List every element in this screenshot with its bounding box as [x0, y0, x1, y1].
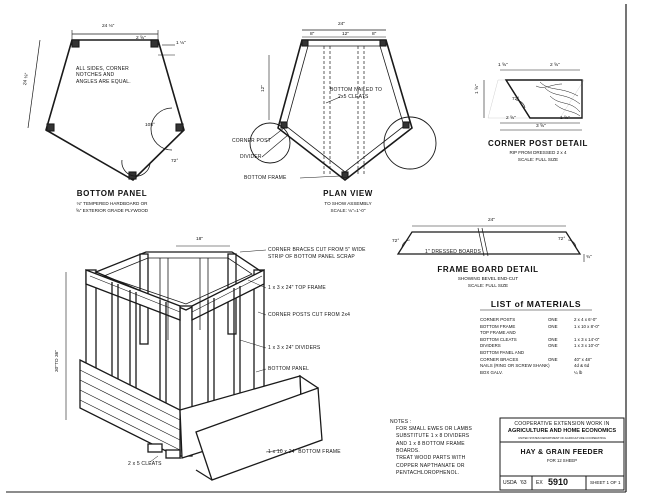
frame-board-angle-left: 72°	[392, 239, 400, 244]
materials-size: 40" x 48"	[574, 356, 592, 362]
materials-size: 4d & 6d	[574, 363, 590, 369]
materials-item: DIVIDERS	[480, 343, 501, 349]
corner-post-sub2: SCALE: FULL SIZE	[517, 157, 559, 162]
notes-line: AND 1 x 8 BOTTOM FRAME	[396, 440, 465, 447]
plan-dim-left: 8"	[310, 32, 315, 37]
materials-qty: ONE	[548, 323, 558, 329]
bottom-panel-angle-72: 72°	[171, 159, 179, 164]
materials-item: CORNER BRACES	[480, 356, 519, 362]
plan-label-bottom-nailed: BOTTOM NAILED TO	[330, 87, 383, 93]
notes-line: BOARDS.	[396, 447, 420, 454]
title-block-year: '63	[520, 480, 527, 486]
plan-label-corner-post: CORNER POST	[232, 138, 271, 144]
plan-dim-mid: 12"	[342, 32, 350, 37]
title-block-name: HAY & GRAIN FEEDER	[520, 449, 604, 456]
corner-post-figure	[483, 69, 585, 131]
iso-dim-height: 30"TO 36"	[55, 350, 60, 372]
iso-label-bottom-frame: 1 x 10 x 24" BOTTOM FRAME	[268, 449, 341, 455]
materials-item: BOTTOM FRAME	[480, 323, 516, 329]
materials-size: 2 x 4 x 6'-0"	[574, 317, 597, 322]
frame-board-dim-length: 24"	[488, 218, 496, 223]
corner-post-dim-top-right: 2 ⅝"	[550, 63, 560, 68]
frame-board-title: FRAME BOARD DETAIL	[437, 265, 539, 274]
materials-size: ¼ lb	[574, 369, 583, 375]
bottom-panel-dim-top: 24 ⅛"	[102, 24, 115, 29]
plan-view-figure	[249, 29, 437, 182]
frame-board-angle-right: 72°	[558, 237, 566, 242]
notes-line: SUBSTITUTE 1 x 8 DIVIDERS	[396, 433, 470, 440]
bottom-panel-figure	[27, 30, 185, 181]
materials-item: NAILS (RING OR SCREW SHANK)	[480, 363, 550, 369]
corner-post-dim-bottom: 3 ⅝"	[536, 124, 546, 129]
title-block-number: 5910	[548, 477, 569, 487]
materials-qty: ONE	[548, 336, 558, 342]
iso-dim-top: 18"	[196, 237, 204, 242]
plan-dim-side: 12"	[261, 84, 266, 92]
frame-board-sub1: SHOWING BEVEL END-CUT	[457, 276, 519, 281]
notes-heading: NOTES :	[390, 419, 412, 425]
materials-size: 1 x 3 x 10'-0"	[574, 343, 600, 349]
isometric-feeder-figure	[65, 245, 323, 481]
iso-label-bottom-panel: BOTTOM PANEL	[268, 366, 310, 372]
iso-label-corner-braces: CORNER BRACES CUT FROM 5" WIDE	[268, 247, 366, 253]
title-block-usda: USDA	[503, 480, 517, 486]
materials-qty: ONE	[548, 356, 558, 362]
materials-size: 1 x 10 x 8'-0"	[574, 323, 600, 329]
frame-board-dressed: 1" DRESSED BOARDS	[425, 249, 482, 255]
materials-item: BOX GALV.	[480, 369, 503, 375]
bottom-panel-angle-108: 108°	[145, 123, 155, 128]
iso-label-corner-braces2: STRIP OF BOTTOM PANEL SCRAP	[268, 254, 355, 260]
materials-item: BOTTOM PANEL AND	[480, 350, 525, 355]
frame-board-sub2: SCALE: FULL SIZE	[467, 283, 509, 288]
bottom-panel-title: BOTTOM PANEL	[76, 189, 148, 198]
materials-item: BOTTOM CLEATS	[480, 336, 517, 342]
bottom-panel-note: ALL SIDES, CORNER NOTCHES AND ANGLES ARE…	[76, 66, 131, 85]
notes-line: TREAT WOOD PARTS WITH	[396, 455, 466, 462]
corner-post-dim-bottom-left: 2 ⅝"	[506, 116, 516, 121]
plan-dim-top: 24"	[338, 22, 346, 27]
bottom-panel-dim-notch: 2 ⅝"	[136, 36, 146, 41]
title-block-sheet: SHEET 1 OF 1	[590, 480, 621, 485]
plan-label-divider: DIVIDER	[240, 154, 262, 160]
bottom-panel-dim-notch-depth: 1 ⅛"	[176, 41, 186, 46]
notes-line: FOR SMALL EWES OR LAMBS	[396, 426, 473, 432]
title-block-line2: AGRICULTURE AND HOME ECONOMICS	[507, 428, 617, 434]
materials-item: CORNER POSTS	[480, 317, 516, 322]
plan-label-bottom-frame: BOTTOM FRAME	[244, 175, 287, 181]
iso-label-corner-posts: CORNER POSTS CUT FROM 2x4	[268, 312, 351, 318]
iso-label-cleats: 2 x 5 CLEATS	[128, 461, 162, 467]
materials-item: TOP FRAME AND	[480, 330, 516, 336]
materials-qty: ONE	[548, 317, 558, 322]
title-block-line1: COOPERATIVE EXTENSION WORK IN	[514, 421, 610, 427]
corner-post-dim-top-left: 1 ⅝"	[498, 63, 508, 68]
corner-post-dim-side: 1 ⅝"	[475, 84, 480, 94]
corner-post-dim-angle: 72°	[512, 97, 520, 102]
title-block-ex: EX	[536, 480, 543, 486]
notes-line: PENTACHLOROPHENOL.	[396, 469, 460, 476]
plan-view-sub1: TO SHOW ASSEMBLY	[324, 201, 372, 206]
title-block-for: FOR 12 SHEEP	[546, 458, 578, 463]
title-block-line3: UNITED STATES DEPARTMENT OF AGRICULTURE …	[518, 436, 606, 440]
bottom-panel-sub1: ⅛" TEMPERED HARDBOARD OR	[76, 201, 148, 206]
materials-size: 1 x 3 x 14'-0"	[574, 336, 600, 342]
iso-label-dividers: 1 x 3 x 24" DIVIDERS	[268, 345, 321, 351]
title-block-frame	[499, 417, 625, 491]
corner-post-title: CORNER POST DETAIL	[488, 139, 588, 148]
plan-view-sub2: SCALE: ⅛"=1'-0"	[330, 208, 366, 213]
plan-label-cleats: 2x5 CLEATS	[338, 94, 369, 100]
frame-board-figure	[396, 225, 585, 262]
materials-qty: ONE	[548, 343, 558, 349]
materials-title: LIST of MATERIALS	[490, 299, 582, 309]
corner-post-sub1: RIP FROM DRESSED 2 x 4	[509, 150, 567, 155]
corner-post-dim-bottom-right: 1 ⅝"	[560, 116, 570, 121]
plan-view-title: PLAN VIEW	[323, 189, 373, 198]
notes-line: COPPER NAPTHANATE OR	[396, 462, 465, 469]
frame-board-thick: ¾"	[586, 255, 592, 260]
iso-label-top-frame: 1 x 3 x 24" TOP FRAME	[268, 285, 326, 291]
plan-dim-right: 8"	[372, 32, 377, 37]
bottom-panel-sub2: ⅝" EXTERIOR GRADE PLYWOOD	[75, 208, 149, 213]
